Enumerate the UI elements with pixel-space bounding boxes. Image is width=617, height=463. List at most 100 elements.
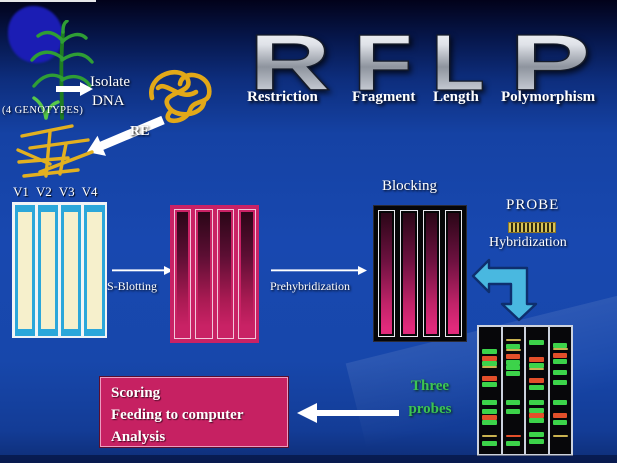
title-letter-r: R: [249, 18, 331, 102]
dna-band-green: [505, 344, 521, 350]
gel-sample-column: [17, 211, 33, 329]
prehybridization-label: Prehybridization: [270, 279, 350, 293]
title-word-restriction: Restriction: [247, 89, 318, 105]
autoradiogram: [477, 325, 573, 456]
membrane-lane: [238, 209, 256, 339]
membrane-lane-core: [176, 212, 188, 336]
membrane-lane: [173, 209, 191, 339]
dna-band-green: [482, 361, 497, 367]
dna-band-red: [529, 412, 544, 418]
membrane-lane: [216, 209, 234, 339]
dna-band-red: [505, 434, 521, 437]
membrane-lane-core: [219, 212, 231, 336]
gel-lane: [14, 204, 36, 336]
gel-sample-column: [63, 211, 79, 329]
dna-band-yellow: [505, 339, 521, 342]
bottom-shade: [0, 455, 617, 463]
blocked-lane-core: [381, 213, 393, 334]
dna-label: DNA: [92, 93, 125, 109]
gel-lane: [83, 204, 105, 336]
title-word-fragment: Fragment: [352, 89, 416, 105]
probe-label: PROBE: [506, 197, 560, 213]
dna-band-green: [505, 360, 521, 366]
blocked-lane: [378, 210, 396, 337]
dna-band-yellow: [482, 366, 498, 369]
dna-band-green: [529, 407, 544, 413]
probe-icon: [508, 222, 556, 233]
lane-label-v2: V2: [35, 184, 52, 199]
dna-band-green: [529, 384, 544, 390]
dna-band-red: [505, 354, 521, 360]
gel-sample-column: [40, 211, 56, 329]
lane-label-v4: V4: [81, 184, 98, 199]
dna-band-green: [529, 418, 544, 424]
dna-band-green: [505, 400, 521, 406]
rflp-title: R F L P: [248, 17, 591, 102]
dna-band-red: [482, 414, 497, 420]
blocked-membrane: [373, 205, 467, 342]
three-probes-line2: probes: [408, 400, 452, 417]
blocking-label: Blocking: [382, 178, 437, 194]
dna-band-green: [482, 420, 497, 426]
membrane-lane-core: [241, 212, 253, 336]
results-line-analysis: Analysis: [111, 428, 166, 445]
blocked-lane: [400, 210, 418, 337]
s-blotting-label: S-Blotting: [107, 279, 158, 293]
plant-icon: [30, 20, 94, 120]
dna-band-yellow: [552, 434, 568, 437]
lane-label-v1: V1: [13, 184, 29, 199]
dna-fragments-icon: [16, 124, 94, 178]
dna-band-green: [482, 400, 497, 406]
title-word-polymorphism: Polymorphism: [501, 89, 596, 105]
autoradiogram-lane: [503, 327, 526, 454]
dna-band-green: [482, 382, 497, 388]
genotypes-label: (4 GENOTYPES): [2, 105, 84, 116]
dna-band-yellow: [482, 434, 498, 437]
dna-band-green: [529, 439, 544, 445]
isolate-label: Isolate: [90, 74, 130, 90]
lane-label-v3: V3: [58, 184, 75, 199]
dna-band-red: [529, 377, 544, 383]
title-letter-f: F: [353, 18, 413, 102]
blocked-lane: [444, 210, 462, 337]
dna-band-green: [529, 400, 544, 406]
dna-band-green: [482, 348, 497, 354]
dna-band-green: [552, 419, 568, 425]
autoradiogram-lane: [526, 327, 550, 454]
dna-band-red: [529, 356, 544, 362]
dna-band-green: [552, 370, 568, 376]
dna-band-yellow: [505, 349, 521, 352]
dna-band-green: [552, 358, 568, 364]
results-line-feeding: Feeding to computer: [111, 406, 244, 423]
hybridization-label: Hybridization: [489, 235, 567, 250]
dna-band-green: [505, 440, 521, 446]
dna-band-green: [505, 371, 521, 377]
three-probes-label: Three probes: [393, 375, 467, 420]
blocked-lane-core: [447, 213, 459, 334]
title-letter-l: L: [431, 18, 485, 102]
dna-band-green: [529, 432, 544, 438]
results-arrow: [297, 403, 399, 423]
dna-band-green: [552, 342, 568, 348]
re-label: RE: [130, 124, 150, 139]
gel-lane: [37, 204, 59, 336]
dna-band-green: [552, 379, 568, 385]
hybridization-arrow: [471, 258, 538, 322]
dna-band-green: [552, 400, 568, 406]
title-word-length: Length: [433, 89, 479, 105]
dna-band-red: [482, 355, 497, 361]
re-arrow: [87, 115, 165, 156]
membrane-lane: [195, 209, 213, 339]
autoradiogram-lane: [550, 327, 572, 454]
electrophoresis-gel: [12, 202, 107, 338]
dna-coil-icon: [149, 69, 212, 124]
blocked-lane-core: [403, 213, 415, 334]
dna-band-red: [482, 375, 497, 381]
autoradiogram-lane: [479, 327, 503, 454]
results-box: Scoring Feeding to computer Analysis: [99, 376, 289, 448]
results-line-scoring: Scoring: [111, 385, 161, 401]
dna-band-green: [505, 408, 521, 414]
dna-band-yellow: [529, 368, 545, 371]
dna-band-red: [552, 412, 568, 418]
